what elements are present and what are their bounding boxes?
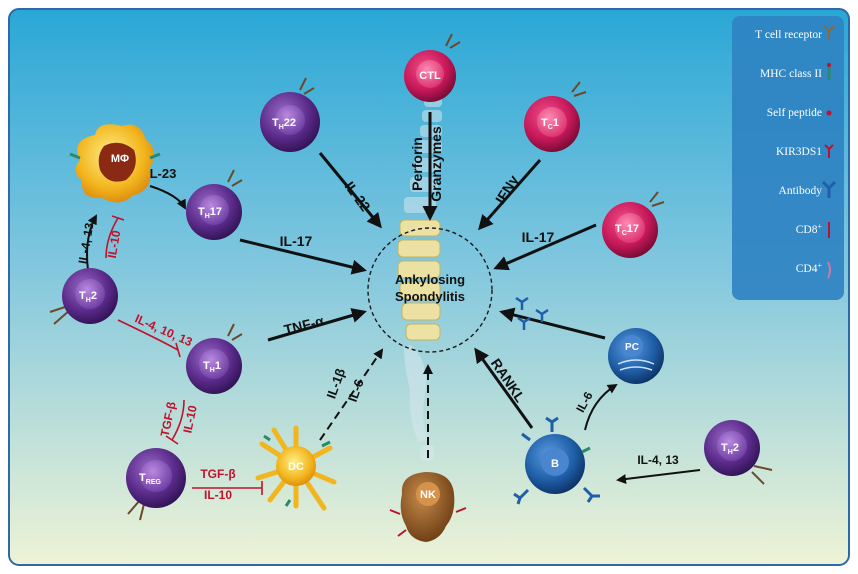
svg-text:Antibody: Antibody: [779, 185, 823, 197]
svg-text:TH2: TH2: [79, 290, 97, 304]
svg-text:TREG: TREG: [139, 472, 161, 486]
svg-text:TH22: TH22: [272, 117, 296, 131]
arrow-il17-right: [493, 223, 597, 271]
legend-item-mhc: MHC class II: [760, 63, 831, 80]
svg-text:TH1: TH1: [203, 360, 221, 374]
center-label-line2: Spondylitis: [395, 289, 465, 304]
arrow-il17-left: [239, 238, 367, 275]
svg-text:KIR3DS1: KIR3DS1: [776, 146, 822, 158]
arrow-tnfa: [267, 308, 367, 342]
label-il413-right: IL-4, 13: [637, 453, 679, 467]
arrows-to-center: [239, 112, 606, 429]
svg-text:Self peptide: Self peptide: [767, 107, 822, 119]
cell-pc: PC: [608, 328, 664, 384]
svg-text:TH2: TH2: [721, 442, 739, 456]
cell-th2-left: TH2: [49, 268, 118, 325]
label-il10-v: IL-10: [180, 404, 200, 435]
svg-text:PC: PC: [625, 342, 639, 353]
arrow-il23: [149, 185, 186, 210]
cell-th2-right: TH2: [704, 420, 773, 485]
svg-text:T cell receptor: T cell receptor: [755, 29, 822, 41]
legend-panel: T cell receptor MHC class II Self peptid…: [732, 16, 844, 300]
svg-text:TC1: TC1: [541, 117, 559, 131]
cell-th22: TH22: [260, 77, 320, 152]
arrow-il22: [318, 152, 382, 229]
label-il17-left: IL-17: [280, 233, 313, 249]
svg-text:MΦ: MΦ: [111, 153, 129, 165]
cell-th1: TH1: [186, 323, 243, 394]
label-il23: IL-23: [146, 166, 176, 181]
cell-ctl: CTL: [404, 33, 461, 102]
arrow-il413-right: [616, 469, 701, 484]
cd4-icon: [827, 261, 831, 279]
label-tgfb-h: TGF-β: [200, 467, 235, 481]
svg-text:TC17: TC17: [615, 223, 639, 237]
svg-text:MHC class II: MHC class II: [760, 68, 822, 80]
legend-item-peptide: Self peptide: [767, 107, 832, 119]
arrow-pc: [499, 307, 606, 340]
arrow-il6-b: [584, 383, 618, 431]
cell-nk: NK: [389, 472, 467, 542]
cell-tc1: TC1: [524, 81, 587, 152]
svg-text:CD4+: CD4+: [796, 261, 823, 275]
cell-treg: TREG: [126, 448, 186, 521]
label-granzymes: Granzymes: [428, 126, 444, 202]
legend-item-kir: KIR3DS1: [776, 144, 834, 158]
inhibitory-lines: [105, 215, 263, 495]
svg-text:CTL: CTL: [419, 70, 441, 82]
legend-item-tcr: T cell receptor: [755, 25, 835, 41]
label-il6-dc: IL-6: [345, 377, 367, 404]
antibody-icon: [821, 180, 837, 198]
svg-text:DC: DC: [288, 461, 304, 473]
arrow-ifng: [478, 159, 542, 231]
legend-item-antibody: Antibody: [779, 180, 837, 198]
label-perforin: Perforin: [409, 137, 425, 191]
cell-macrophage: MΦ: [69, 124, 161, 203]
svg-text:CD8+: CD8+: [796, 222, 823, 236]
svg-text:B: B: [551, 458, 559, 470]
cell-dc: DC: [255, 425, 337, 511]
arrow-rankl: [474, 347, 534, 429]
legend-item-cd8: CD8+: [796, 222, 830, 238]
peptide-icon: [826, 110, 832, 116]
antibody-cluster: [515, 296, 549, 330]
center-disease-node: Ankylosing Spondylitis: [367, 227, 493, 353]
center-label-line1: Ankylosing: [395, 272, 465, 287]
cell-b: B: [513, 416, 600, 505]
arrow-il413-left: [86, 214, 97, 271]
cell-tc17: TC17: [602, 191, 665, 258]
kir-icon: [824, 144, 834, 158]
label-il17-right: IL-17: [522, 229, 555, 245]
tcr-icon: [823, 25, 835, 40]
cell-th17: TH17: [186, 169, 243, 240]
arrow-dc-dashed: [319, 348, 384, 441]
label-il10-mac: IL-10: [105, 229, 124, 259]
svg-text:NK: NK: [420, 489, 436, 501]
svg-text:TH17: TH17: [198, 206, 222, 220]
legend-item-cd4: CD4+: [796, 261, 831, 279]
label-il10-h: IL-10: [204, 488, 232, 502]
